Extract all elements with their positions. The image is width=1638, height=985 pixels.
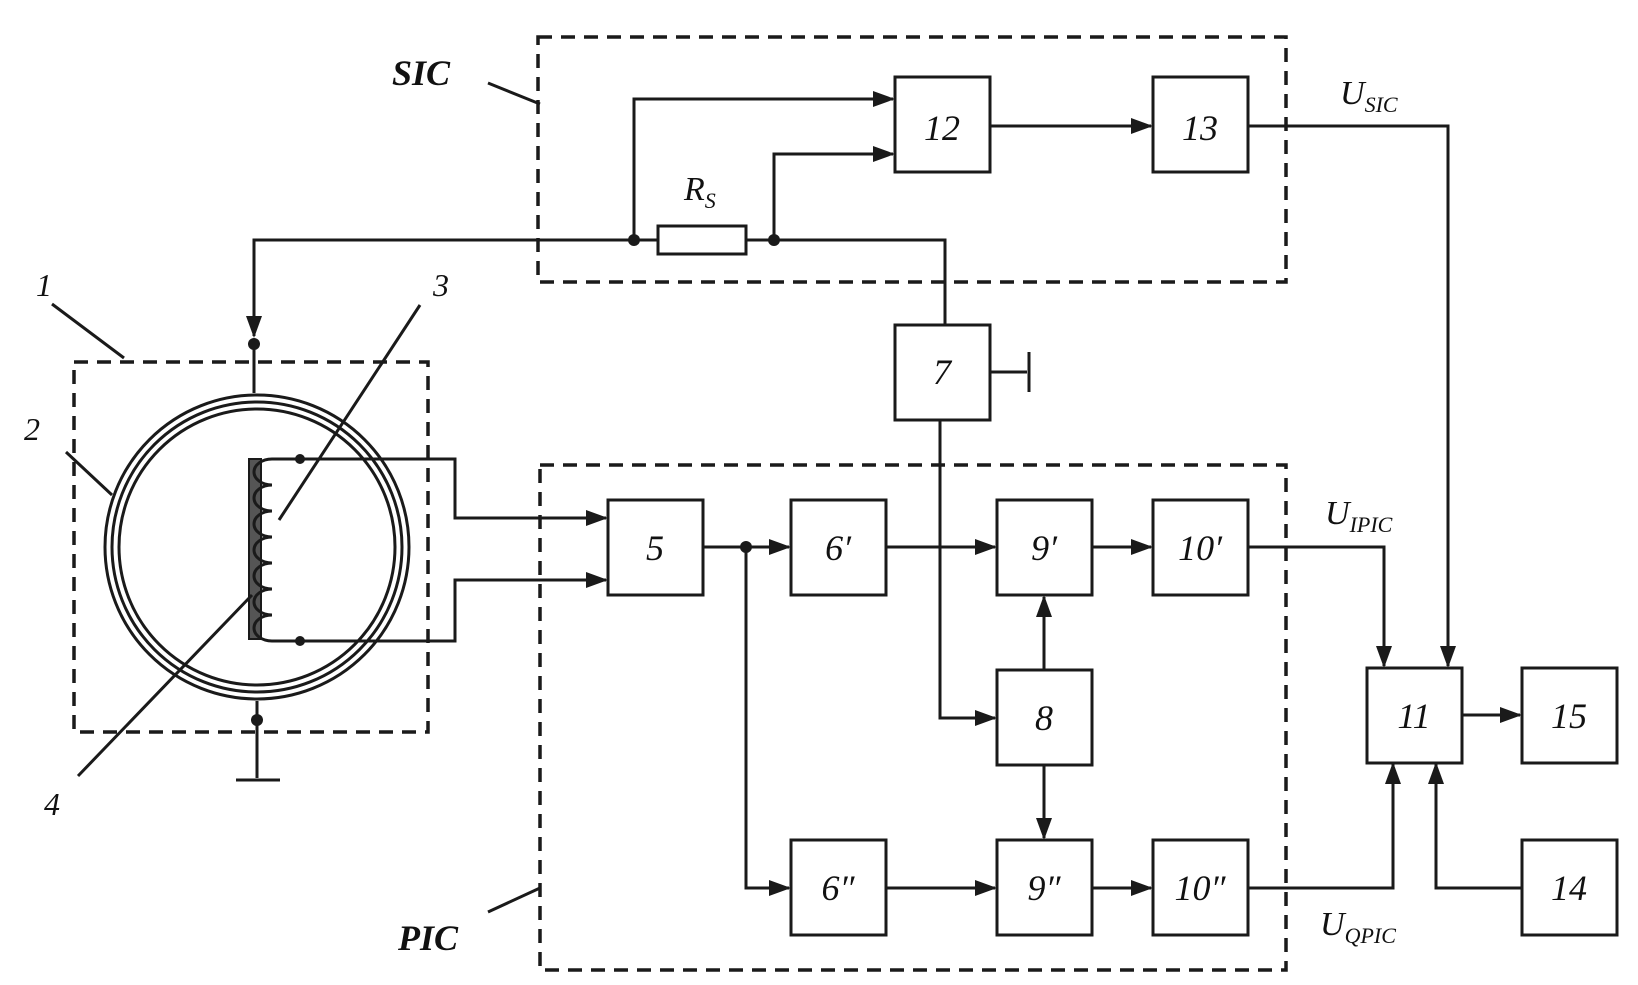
resistor-label: RS [683, 171, 716, 213]
block-7 [893, 323, 992, 422]
block-12-label: 12 [924, 108, 960, 148]
block-6-double-prime-label: 6″ [822, 868, 856, 908]
block-6-prime [789, 498, 888, 597]
label-1-leader [51, 302, 125, 360]
pic-group-label: PIC [397, 918, 459, 958]
sic-group-label: SIC [392, 53, 451, 93]
label-4-leader [76, 593, 254, 778]
block-14-label: 14 [1551, 868, 1587, 908]
block-8 [995, 668, 1094, 767]
block-11-label: 11 [1397, 696, 1430, 736]
label-3: 3 [432, 267, 449, 303]
sensor-outer-ring [103, 393, 411, 701]
block-15 [1520, 666, 1619, 765]
block-10-prime [1151, 498, 1250, 597]
uipic-label: UIPIC [1325, 495, 1393, 537]
sensor [103, 338, 411, 782]
block-5-label: 5 [646, 528, 664, 568]
label-3-leader [277, 304, 422, 521]
block-9-prime-label: 9′ [1031, 528, 1058, 568]
uqpic-line [1248, 762, 1401, 890]
sic-label-leader [487, 81, 541, 106]
block-6-prime-label: 6′ [825, 528, 852, 568]
label-2: 2 [24, 411, 40, 447]
block-10-prime-label: 10′ [1178, 528, 1223, 568]
pic-label-leader [487, 886, 541, 914]
block-9-prime [995, 498, 1094, 597]
block-8-label: 8 [1035, 698, 1053, 738]
block-14 [1520, 838, 1619, 937]
sensor-middle-ring [110, 400, 404, 694]
pic-group-boundary [538, 463, 1288, 972]
label-2-leader [64, 450, 114, 497]
uqpic-label: UQPIC [1320, 906, 1396, 948]
block-10-double-prime-label: 10″ [1175, 868, 1227, 908]
block-13 [1151, 75, 1250, 174]
block-15-label: 15 [1551, 696, 1587, 736]
block-9-double-prime-label: 9″ [1028, 868, 1062, 908]
usic-line [1248, 124, 1456, 668]
block-5 [606, 498, 705, 597]
uipic-line [1248, 545, 1392, 668]
block-7-label: 7 [933, 352, 953, 392]
block-13-label: 13 [1182, 108, 1218, 148]
label-1: 1 [36, 267, 52, 303]
block-10-double-prime [1151, 838, 1250, 937]
block-11 [1365, 666, 1464, 765]
sensor-group-boundary [72, 360, 430, 734]
resistor-rs [656, 224, 748, 256]
sensor-winding [252, 457, 300, 643]
sensor-inner-ring [117, 407, 397, 687]
sic-group-boundary [536, 35, 1288, 284]
label-4: 4 [44, 786, 60, 822]
usic-label: USIC [1340, 75, 1398, 117]
